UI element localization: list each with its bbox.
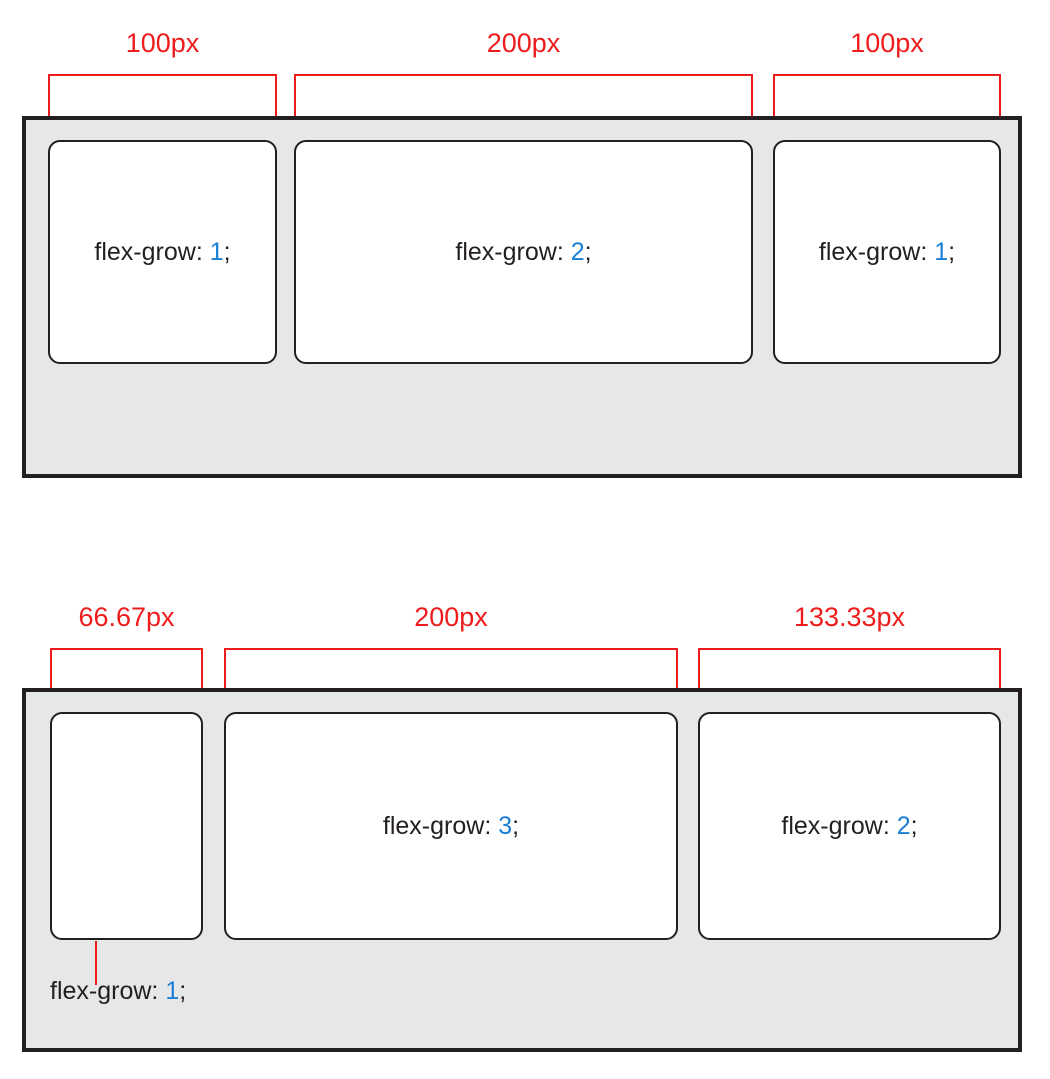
flex-grow-property: flex-grow: — [50, 977, 159, 1005]
flex-grow-value: 1 — [209, 237, 224, 266]
measurement-label-d1-1: 100px — [125, 28, 200, 58]
flex-item-d1-1-code: flex-grow: 1; — [94, 238, 230, 267]
flex-grow-property: flex-grow: — [382, 811, 492, 840]
flex-grow-property: flex-grow: — [94, 237, 203, 266]
measurement-bracket-d2-3 — [698, 648, 1001, 714]
flex-item-d2-2: flex-grow: 3; — [224, 712, 678, 940]
flex-grow-value: 1 — [934, 237, 949, 266]
leader-line-d2-1 — [95, 941, 97, 985]
flex-item-d1-2: flex-grow: 2; — [294, 140, 753, 364]
flex-grow-value: 2 — [896, 811, 911, 840]
measurement-label-d1-3: 100px — [850, 28, 924, 58]
flex-grow-property: flex-grow: — [818, 237, 928, 266]
flex-item-d1-3: flex-grow: 1; — [773, 140, 1001, 364]
flex-item-d2-3-code: flex-grow: 2; — [781, 812, 917, 841]
flex-item-d1-3-code: flex-grow: 1; — [819, 238, 955, 267]
flex-item-d1-2-code: flex-grow: 2; — [455, 238, 591, 267]
measurement-bracket-d1-2 — [294, 74, 753, 142]
flex-item-d2-1 — [50, 712, 203, 940]
measurement-bracket-d2-1 — [50, 648, 203, 714]
flex-item-d2-3: flex-grow: 2; — [698, 712, 1001, 940]
flex-grow-value: 3 — [498, 811, 513, 840]
flex-grow-property: flex-grow: — [781, 811, 890, 840]
flex-item-d1-1: flex-grow: 1; — [48, 140, 277, 364]
flex-item-d2-2-code: flex-grow: 3; — [383, 812, 519, 841]
measurement-label-d1-2: 200px — [486, 28, 561, 58]
flex-grow-value: 2 — [570, 237, 585, 266]
flex-grow-terminator: ; — [512, 811, 520, 840]
flex-grow-property: flex-grow: — [455, 237, 564, 266]
flex-grow-terminator: ; — [584, 237, 592, 266]
measurement-label-d2-3: 133.33px — [793, 602, 906, 632]
measurement-bracket-d1-1 — [48, 74, 277, 142]
flex-grow-value: 1 — [165, 977, 180, 1005]
flex-grow-terminator: ; — [910, 811, 918, 840]
measurement-bracket-d2-2 — [224, 648, 678, 714]
measurement-bracket-d1-3 — [773, 74, 1001, 142]
flex-grow-terminator: ; — [179, 977, 187, 1005]
measurement-label-d2-2: 200px — [414, 602, 488, 632]
flex-item-d2-1-caption: flex-grow: 1; — [50, 977, 186, 1006]
measurement-label-d2-1: 66.67px — [78, 602, 175, 632]
flex-grow-terminator: ; — [223, 237, 231, 266]
flex-grow-terminator: ; — [948, 237, 956, 266]
